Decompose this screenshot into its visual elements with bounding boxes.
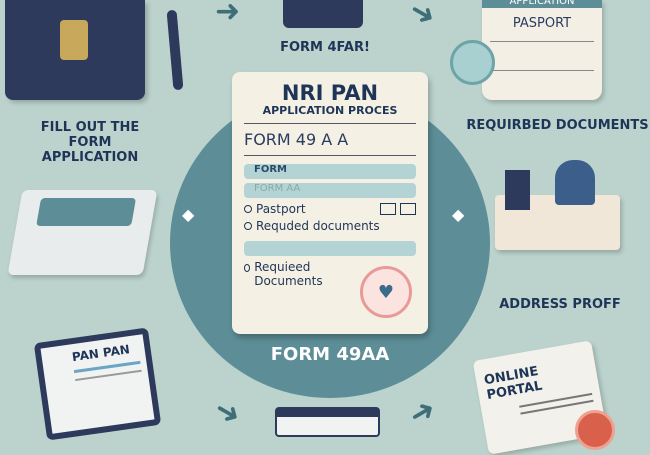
docs-item: Requded documents — [244, 219, 416, 233]
required-item: Requieed Documents — [244, 260, 344, 288]
seal-icon — [450, 40, 495, 85]
arrow-icon: ➜ — [207, 391, 248, 434]
checkbox-icon — [400, 203, 416, 215]
person-icon — [555, 160, 595, 205]
passport-illustration — [5, 0, 145, 100]
radio-icon — [244, 205, 252, 213]
form-card: NRI PAN APPLICATION PROCES FORM 49 A A F… — [232, 72, 428, 334]
laptop-screen-text: PAN PAN — [71, 342, 131, 365]
card-subtitle: APPLICATION PROCES — [244, 104, 416, 124]
form-faded-line: FORM AA — [244, 183, 416, 198]
center-caption: FORM 49AA — [270, 344, 390, 365]
arrow-icon: ◆ — [182, 205, 195, 224]
form-bar: FORM — [244, 164, 416, 179]
passport-field: PASPORT — [512, 16, 572, 31]
label-address-proof: ADDRESS PROFF — [499, 297, 621, 312]
arrow-icon: ➜ — [402, 391, 443, 434]
monitor-icon — [505, 170, 530, 210]
required-item-label: Requieed Documents — [254, 260, 323, 288]
emblem-icon — [60, 20, 88, 60]
application-header: APPLICATION — [482, 0, 602, 8]
card-title: NRI PAN — [281, 81, 379, 105]
documents-stack-illustration — [7, 190, 158, 275]
passport-item: Pastport — [244, 202, 416, 216]
radio-icon — [244, 264, 251, 272]
checkbox-icon — [380, 203, 396, 215]
stamp-icon — [575, 410, 615, 450]
label-fill-out-form: FILL OUT THE FORM APPLICATION — [40, 120, 140, 165]
laptop-illustration: PAN PAN — [33, 327, 162, 441]
radio-icon — [244, 222, 252, 230]
arrow-icon: ➜ — [215, 0, 241, 29]
pen-icon — [166, 9, 184, 91]
application-document: APPLICATION PASPORT — [482, 0, 602, 100]
heart-stamp-icon: ♥ — [360, 266, 412, 318]
label-required-documents: REQUIRBED DOCUMENTS — [466, 118, 649, 133]
docs-item-label: Requded documents — [256, 219, 380, 233]
label-top-center: FORM 4FAR! — [280, 40, 370, 55]
person-illustration — [283, 0, 363, 28]
arrow-icon: ◆ — [452, 205, 465, 224]
form-bar-empty — [244, 241, 416, 256]
passport-item-label: Pastport — [256, 202, 306, 216]
arrow-icon: ➜ — [402, 0, 443, 35]
form-number: FORM 49 A A — [244, 124, 416, 156]
